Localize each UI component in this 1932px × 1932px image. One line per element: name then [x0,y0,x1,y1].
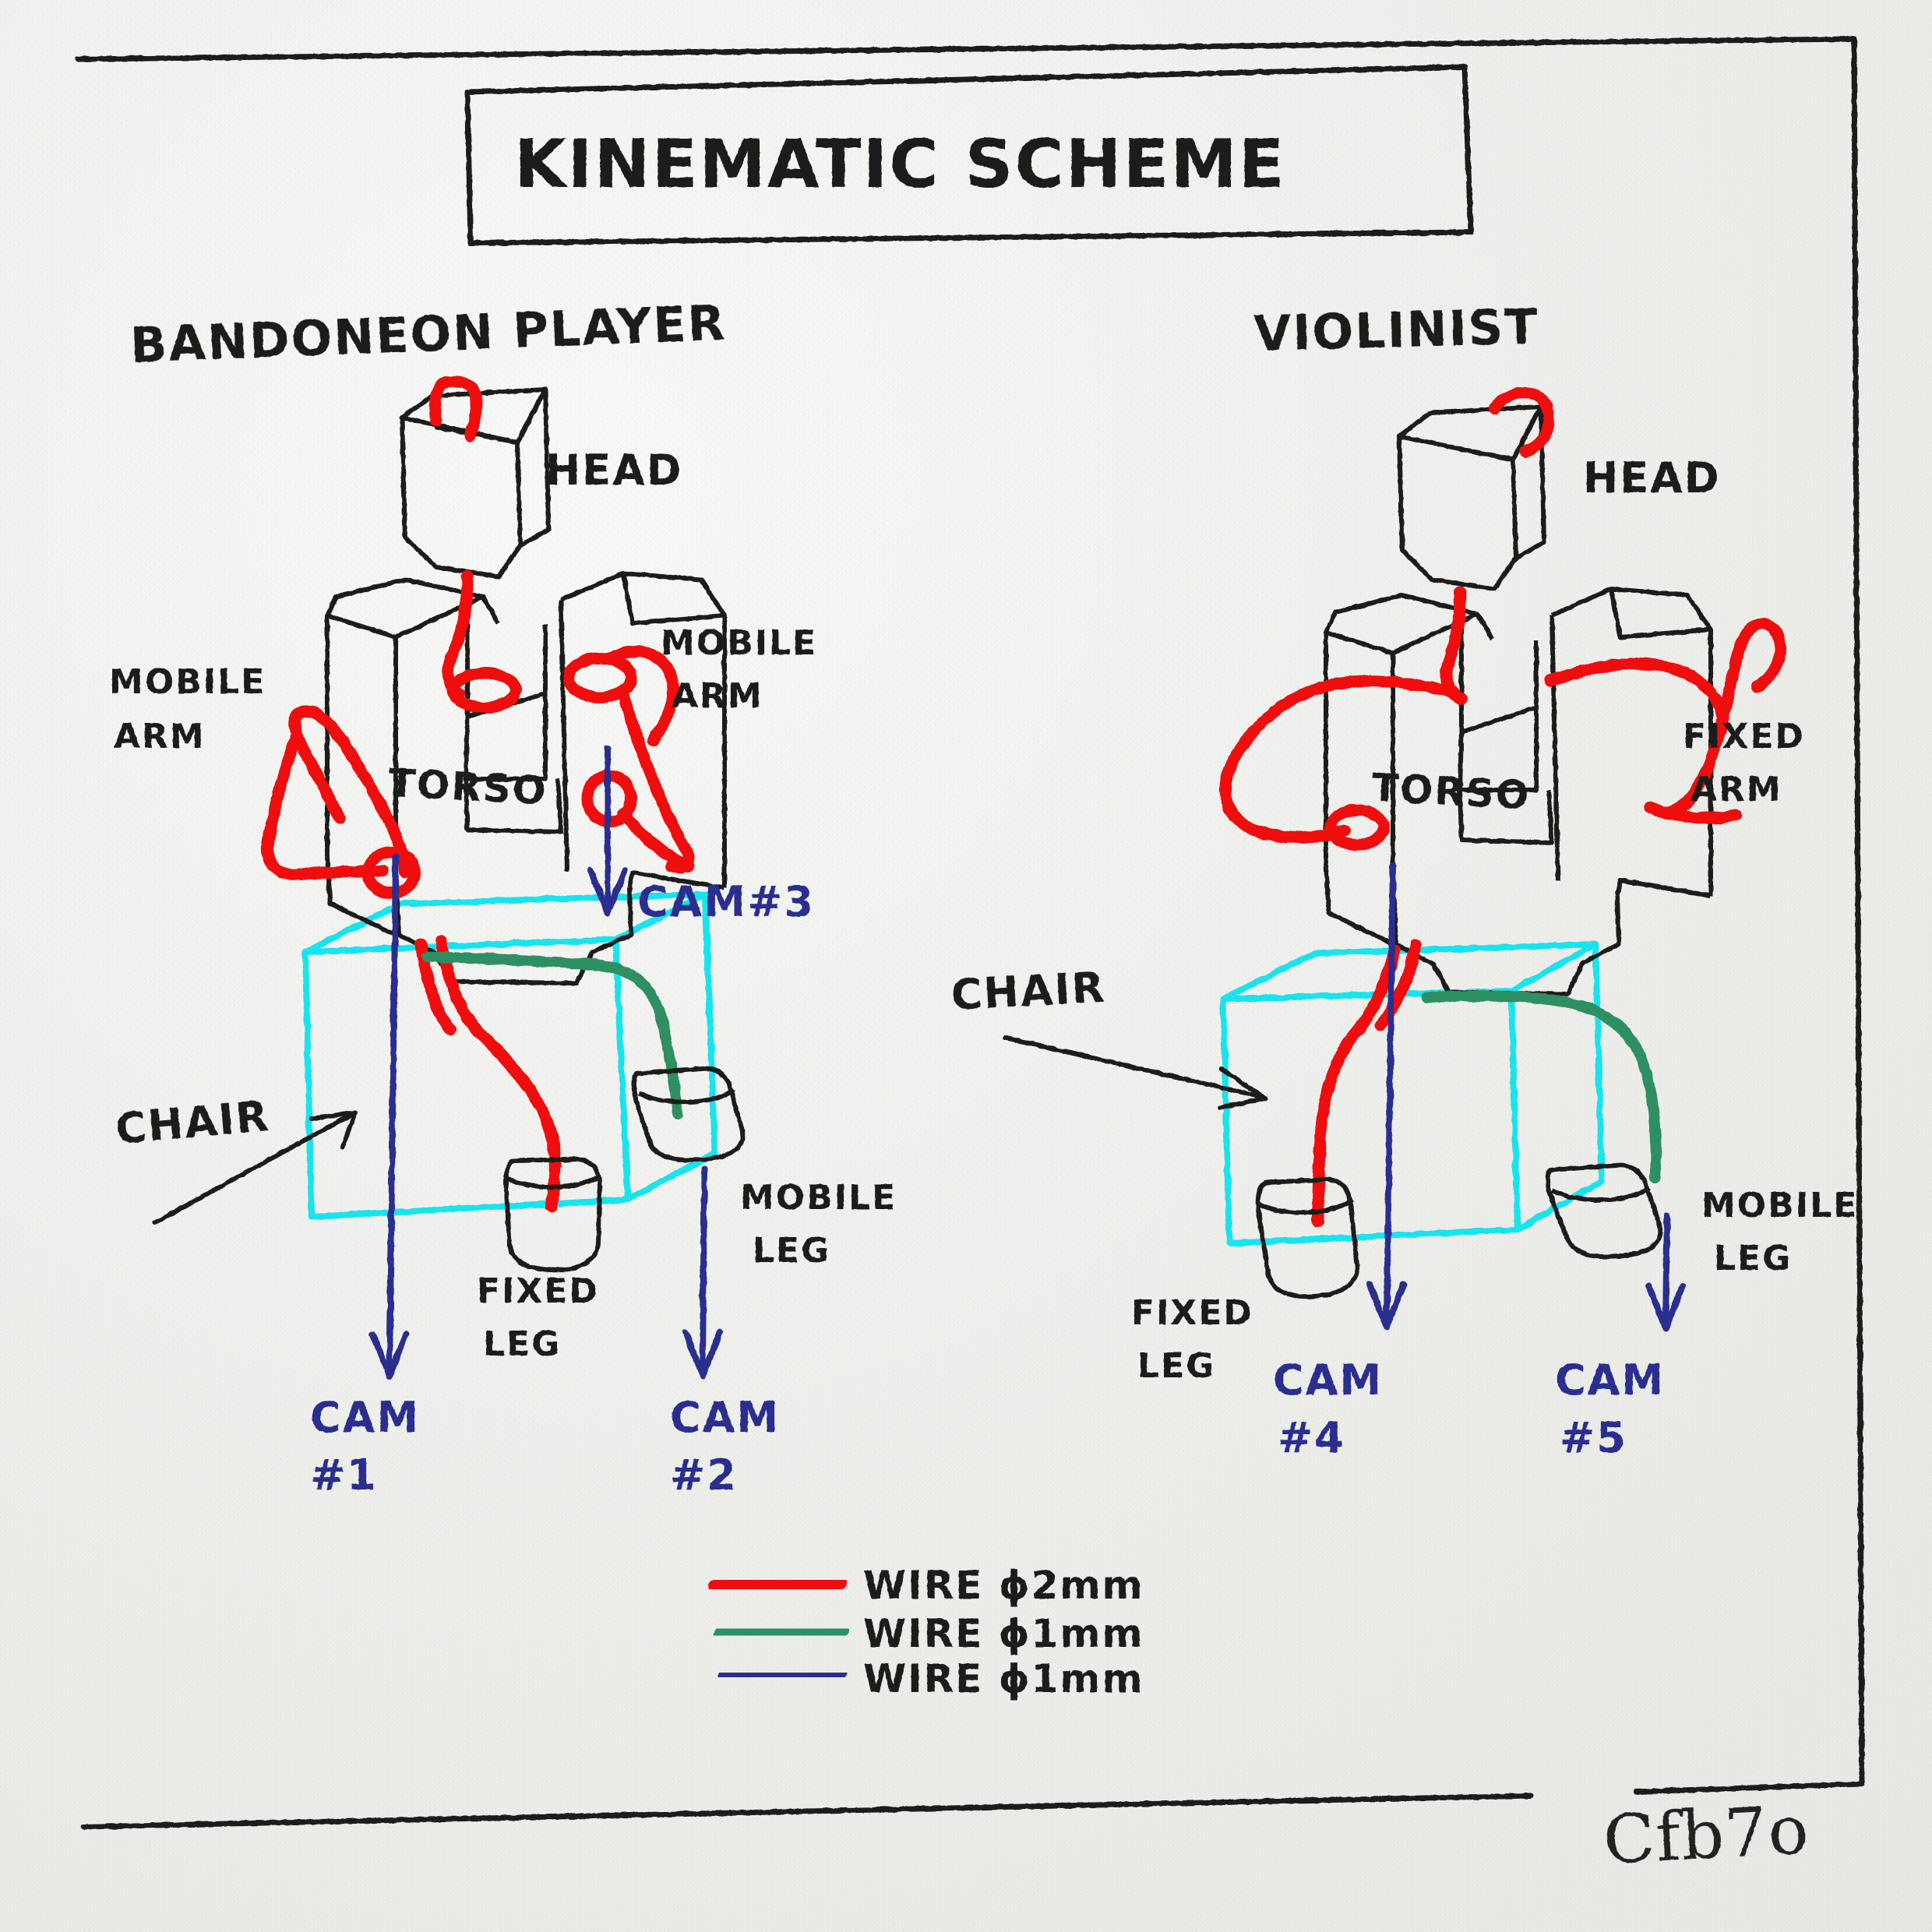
legend-label-red: WIRE ϕ2mm [863,1563,1144,1608]
label-fixed-leg-right-l1: FIXED [1131,1293,1253,1333]
label-cam4-l1: CAM [1273,1356,1383,1405]
legend-label-green: WIRE ϕ1mm [863,1611,1144,1656]
fixed-leg-left [503,1157,602,1273]
label-cam2-l2: #2 [670,1451,738,1500]
legend-label-blue: WIRE ϕ1mm [863,1656,1144,1701]
page-title: KINEMATIC SCHEME [514,125,1286,203]
blue-wire-right [1366,862,1686,1332]
label-cam5-l1: CAM [1555,1356,1665,1405]
head-right [1397,404,1546,591]
label-cam1-l2: #1 [310,1451,378,1500]
label-cam4-l2: #4 [1278,1413,1345,1462]
fixed-leg-right [1255,1177,1360,1299]
label-fixed-arm-l1: FIXED [1683,717,1805,756]
label-head-left: HEAD [545,446,683,495]
label-torso-left: TORSO [387,760,548,814]
label-mobile-leg-left-l1: MOBILE [740,1178,897,1218]
label-chair-right: CHAIR [950,963,1106,1020]
blue-wire-left [369,745,723,1379]
bandoneon-player-figure: HEAD TORSO MOBILE ARM MOBILE ARM CHAIR F… [109,375,897,1500]
label-cam1-l1: CAM [310,1393,420,1442]
label-fixed-leg-right-l2: LEG [1137,1346,1215,1386]
label-torso-right: TORSO [1370,765,1531,819]
chair-right [1220,941,1605,1246]
red-wire-group-left [261,375,695,1212]
chair-pointer-left [152,1110,358,1225]
legend-swatch-green [714,1622,849,1642]
label-head-right: HEAD [1583,453,1721,502]
label-mobile-arm-left-l2: ARM [114,717,206,756]
label-mobile-leg-right-l1: MOBILE [1701,1186,1858,1225]
label-mobile-arm-left-l1: MOBILE [109,662,266,702]
page-border [75,36,1865,1830]
label-mobile-arm-right-l2: ARM [672,676,763,716]
legend-swatch-red [708,1573,847,1596]
violinist-figure: HEAD TORSO FIXED ARM CHAIR FIXED LEG MOB… [950,386,1858,1462]
title-box [464,64,1474,246]
label-mobile-leg-left-l2: LEG [753,1231,830,1271]
label-cam3: CAM#3 [637,877,815,926]
label-fixed-leg-left-l2: LEG [483,1324,561,1364]
mobile-leg-left [631,1066,746,1163]
legend: WIRE ϕ2mm WIRE ϕ1mm WIRE ϕ1mm [708,1563,1144,1701]
chair-pointer-right [1003,1035,1267,1110]
label-cam2-l1: CAM [670,1393,780,1442]
label-fixed-arm-l2: ARM [1690,770,1782,809]
signature: Cfb7o [1602,1791,1811,1880]
legend-swatch-blue [717,1666,847,1683]
figure-title-bandoneon: BANDONEON PLAYER [129,294,728,374]
chair-left [302,891,718,1220]
label-cam5-l2: #5 [1560,1413,1627,1462]
label-mobile-leg-right-l2: LEG [1714,1239,1792,1278]
label-mobile-arm-right-l1: MOBILE [661,623,817,663]
torso-left [325,571,727,985]
green-wire-right [1422,990,1662,1183]
mobile-leg-right [1545,1162,1663,1260]
label-fixed-leg-left-l1: FIXED [477,1271,599,1311]
figure-title-violinist: VIOLINIST [1253,298,1539,362]
label-chair-left: CHAIR [114,1091,272,1154]
